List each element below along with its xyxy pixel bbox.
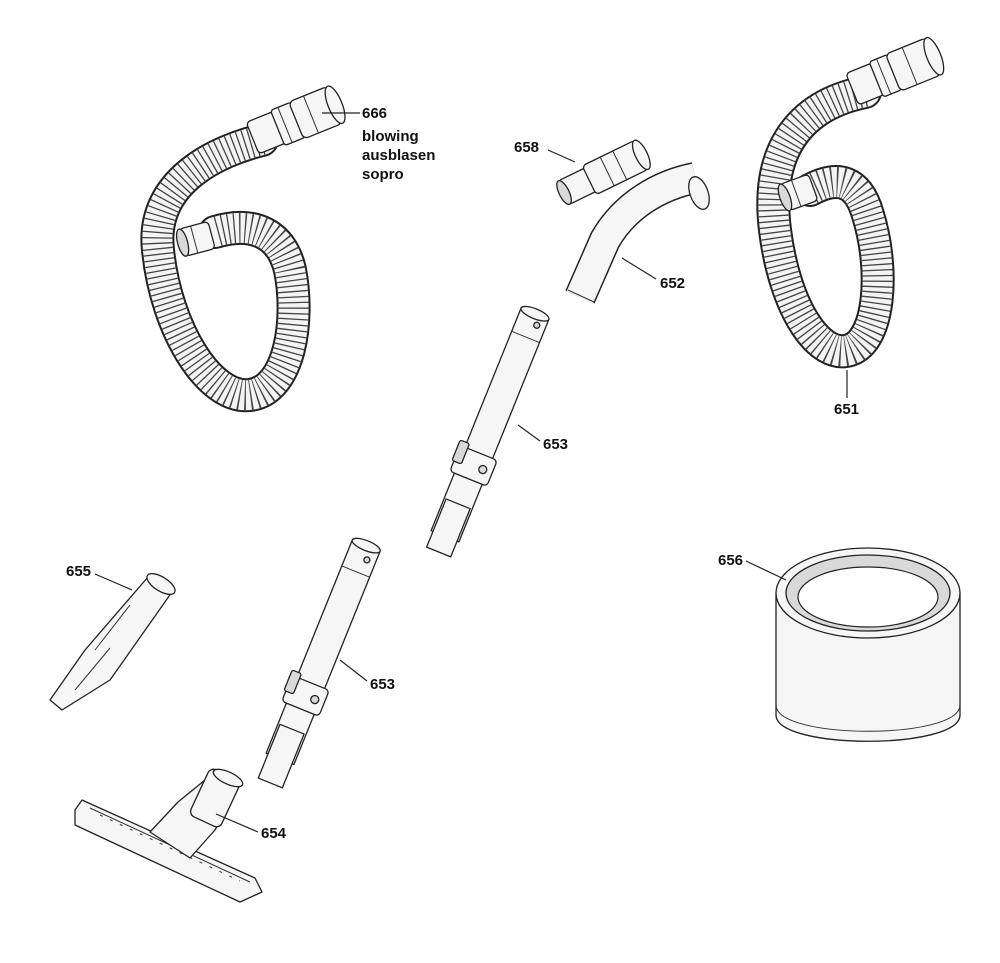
hose-666 [140,85,346,413]
hose-651 [756,36,945,369]
bent-tube-652 [565,162,710,304]
label-655: 655 [66,563,91,580]
label-653-upper: 653 [543,436,568,453]
leader-lines [94,112,848,833]
note-666-ausblasen: ausblasen [362,147,435,164]
adapter-658 [556,139,651,206]
filter-656 [775,547,961,742]
tube-653-upper [425,305,550,558]
label-651: 651 [834,401,859,418]
label-652: 652 [660,275,685,292]
label-653-lower: 653 [370,676,395,693]
label-658: 658 [514,139,539,156]
floor-nozzle-654 [74,768,263,903]
tube-653-lower [257,537,381,789]
part-labels: 666 blowing ausblasen sopro 658 652 651 … [66,105,859,842]
note-666-sopro: sopro [362,166,404,183]
crevice-nozzle-655 [49,572,176,711]
label-654: 654 [261,825,287,842]
note-666-blowing: blowing [362,128,419,145]
label-656: 656 [718,552,743,569]
label-666: 666 [362,105,387,122]
